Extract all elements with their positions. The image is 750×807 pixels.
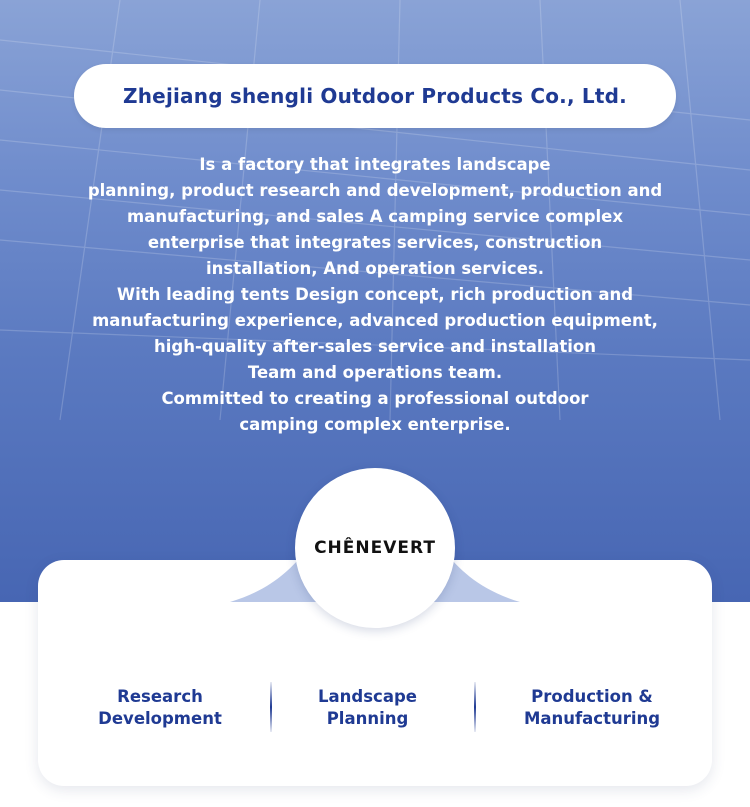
feature-label-line: Development [98,709,222,728]
feature-research-development: Research Development [70,686,250,730]
company-intro: Is a factory that integrates landscape p… [40,152,710,438]
intro-line: installation, And operation services. [205,259,544,278]
intro-line: Committed to creating a professional out… [161,389,589,408]
intro-line: manufacturing, and sales A camping servi… [127,207,623,226]
brand-logo-badge: CHÊNEVERT [295,468,455,628]
intro-line: enterprise that integrates services, con… [147,233,603,252]
feature-label-line: Research [117,687,203,706]
intro-line: planning, product research and developme… [87,181,663,200]
feature-production-manufacturing: Production & Manufacturing [497,686,687,730]
feature-label-line: Production & [531,687,653,706]
company-title-banner: Zhejiang shengli Outdoor Products Co., L… [74,64,676,128]
company-name: Zhejiang shengli Outdoor Products Co., L… [123,84,627,108]
brand-logo: CHÊNEVERT [314,538,436,558]
feature-divider [270,682,272,732]
feature-landscape-planning: Landscape Planning [280,686,455,730]
feature-label-line: Manufacturing [523,709,661,728]
feature-label-line: Landscape [318,687,417,706]
intro-line: camping complex enterprise. [239,415,511,434]
intro-line: manufacturing experience, advanced produ… [92,311,658,330]
feature-label-line: Planning [326,709,409,728]
intro-line: Is a factory that integrates landscape [199,155,551,174]
intro-line: With leading tents Design concept, rich … [116,285,634,304]
feature-divider [474,682,476,732]
intro-line: Team and operations team. [247,363,503,382]
intro-line: high-quality after-sales service and ins… [154,337,596,356]
